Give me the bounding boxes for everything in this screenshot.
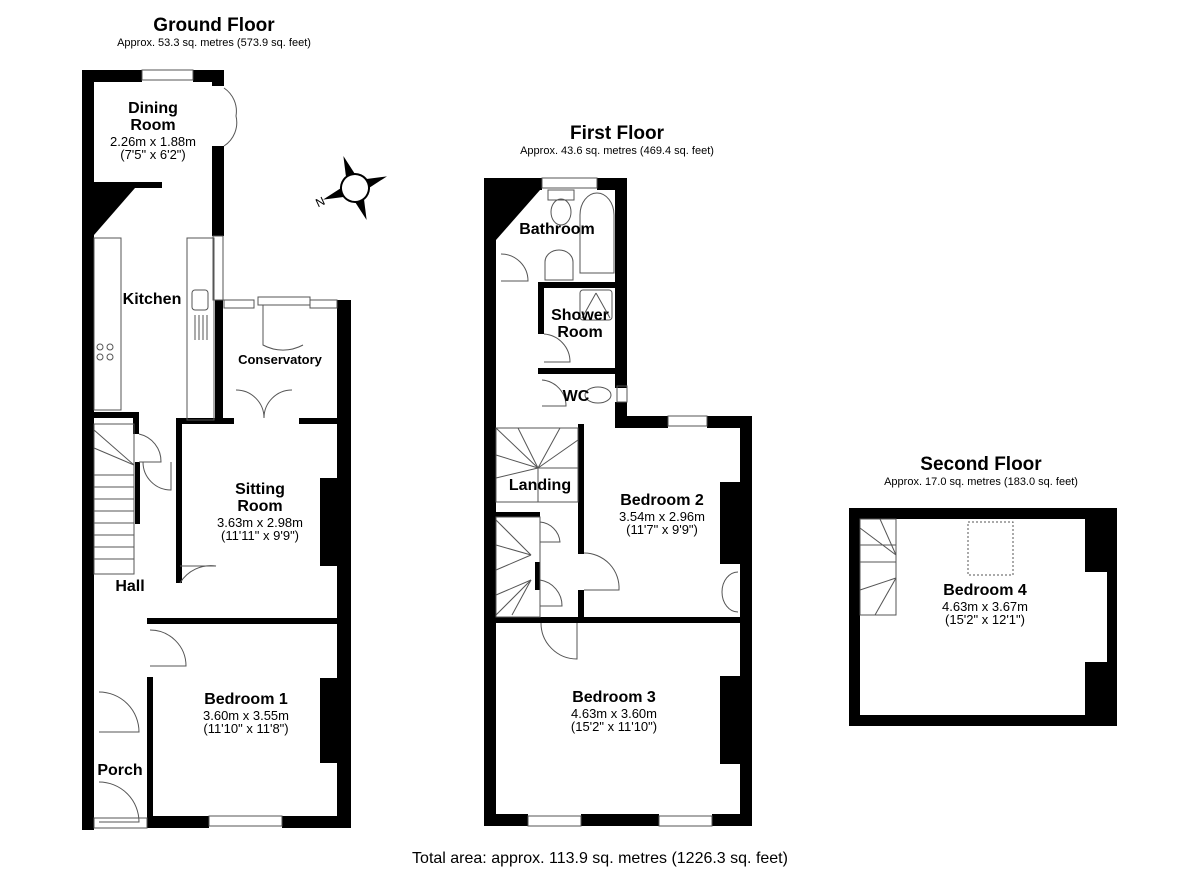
room-name: Porch (97, 762, 143, 779)
room-name: Kitchen (122, 291, 182, 308)
floor-title: First Floor (570, 123, 664, 144)
room-name: Conservatory (238, 352, 322, 367)
room-name: Room (237, 497, 283, 515)
room-name: Room (130, 116, 176, 134)
total-area: Total area: approx. 113.9 sq. metres (12… (412, 850, 788, 867)
room-name: Bedroom 1 (204, 691, 288, 708)
floor-title: Ground Floor (153, 15, 275, 36)
room-name: Bedroom 3 (572, 689, 656, 706)
room-dimensions-metric: 2.26m x 1.88m (110, 133, 196, 149)
first-floor-heading: First Floor Approx. 43.6 sq. metres (469… (520, 124, 714, 157)
room-landing: Landing (508, 477, 572, 495)
room-dimensions-metric: 3.54m x 2.96m (619, 508, 705, 524)
room-bedroom-1: Bedroom 1 3.60m x 3.55m (11'10" x 11'8") (203, 691, 289, 737)
floor-area: Approx. 17.0 sq. metres (183.0 sq. feet) (884, 475, 1078, 488)
floor-area: Approx. 43.6 sq. metres (469.4 sq. feet) (520, 144, 714, 157)
room-kitchen: Kitchen (122, 291, 182, 309)
room-dimensions-imperial: (7'5" x 6'2") (120, 147, 186, 163)
room-name: Hall (115, 578, 145, 595)
room-sitting: Sitting Room 3.63m x 2.98m (11'11" x 9'9… (217, 481, 303, 544)
room-dimensions-imperial: (11'10" x 11'8") (203, 721, 289, 737)
room-name: WC (562, 388, 590, 405)
ground-floor-heading: Ground Floor Approx. 53.3 sq. metres (57… (117, 16, 311, 49)
room-name: Room (557, 323, 603, 341)
room-name: Dining (128, 100, 178, 117)
first-floor-fixtures (495, 177, 739, 827)
compass-rose-icon (323, 156, 387, 220)
room-dimensions-metric: 4.63m x 3.67m (942, 598, 1028, 614)
room-conservatory: Conservatory (238, 353, 322, 367)
room-dimensions-imperial: (11'11" x 9'9") (220, 528, 300, 544)
room-porch: Porch (97, 762, 143, 780)
room-name: Bedroom 2 (620, 492, 704, 509)
ground-floor-plan (82, 70, 351, 830)
room-name: Sitting (235, 481, 285, 498)
ground-floor-fixtures (93, 69, 338, 829)
room-dimensions-metric: 3.63m x 2.98m (217, 514, 303, 530)
room-bathroom: Bathroom (519, 221, 595, 239)
room-name: Bedroom 4 (943, 582, 1027, 599)
room-name: Bathroom (519, 221, 595, 238)
second-floor-fixtures (859, 518, 1014, 616)
floor-title: Second Floor (920, 454, 1042, 475)
room-dimensions-metric: 3.60m x 3.55m (203, 707, 289, 723)
room-shower: Shower Room (551, 307, 609, 342)
room-name: Shower (551, 307, 609, 324)
room-bedroom-4: Bedroom 4 4.63m x 3.67m (15'2" x 12'1") (942, 582, 1028, 628)
room-dimensions-metric: 4.63m x 3.60m (570, 705, 657, 721)
second-floor-heading: Second Floor Approx. 17.0 sq. metres (18… (884, 455, 1078, 488)
room-bedroom-3: Bedroom 3 4.63m x 3.60m (15'2" x 11'10") (570, 689, 658, 735)
second-floor-plan (849, 508, 1117, 726)
room-dining: Dining Room 2.26m x 1.88m (7'5" x 6'2") (110, 100, 196, 163)
room-bedroom-2: Bedroom 2 3.54m x 2.96m (11'7" x 9'9") (619, 492, 705, 538)
room-name: Landing (508, 477, 572, 494)
room-hall: Hall (115, 578, 145, 596)
room-dimensions-imperial: (15'2" x 11'10") (570, 719, 658, 735)
room-wc: WC (562, 388, 590, 406)
first-floor-plan (484, 178, 752, 826)
room-dimensions-imperial: (15'2" x 12'1") (945, 612, 1025, 628)
floor-area: Approx. 53.3 sq. metres (573.9 sq. feet) (117, 36, 311, 49)
room-dimensions-imperial: (11'7" x 9'9") (626, 522, 698, 538)
